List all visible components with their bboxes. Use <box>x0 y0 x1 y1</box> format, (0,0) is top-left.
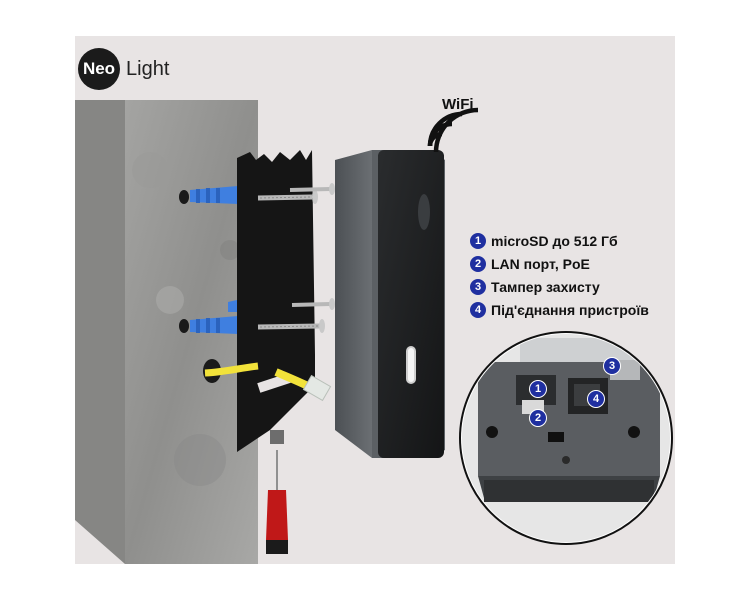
feature-text: microSD до 512 Гб <box>491 232 618 249</box>
feature-item: 1 microSD до 512 Гб <box>470 229 649 252</box>
feature-text: LAN порт, PoE <box>491 255 590 272</box>
wall-dowel <box>190 316 238 334</box>
screw <box>289 183 335 195</box>
brand-logo-mark: Neo <box>78 48 120 90</box>
feature-number-badge: 4 <box>470 301 486 318</box>
concrete-wall <box>75 100 258 564</box>
wifi-icon <box>427 107 479 153</box>
feature-number-badge: 2 <box>470 255 486 272</box>
feature-list: 1 microSD до 512 Гб 2 LAN порт, PoE 3 Та… <box>470 229 649 321</box>
zoom-badge-lan: 2 <box>529 409 547 427</box>
screwdriver <box>266 430 288 554</box>
brand-logo-word: Light <box>126 57 170 80</box>
feature-item: 3 Тампер захисту <box>470 275 649 298</box>
wall-hole <box>179 190 189 204</box>
ethernet-cable <box>204 362 332 402</box>
screw <box>291 298 335 310</box>
zoom-badge-connector: 4 <box>587 390 605 408</box>
feature-number-badge: 1 <box>470 232 486 249</box>
wall-hole <box>179 319 189 333</box>
feature-item: 2 LAN порт, PoE <box>470 252 649 275</box>
intercom-device <box>335 150 445 458</box>
zoom-badge-microsd: 1 <box>529 380 547 398</box>
feature-item: 4 Під'єднання пристроїв <box>470 298 649 321</box>
feature-number-badge: 3 <box>470 278 486 295</box>
brand-logo: Neo Light <box>78 48 169 90</box>
screw <box>257 319 325 333</box>
feature-text: Тампер захисту <box>491 278 600 295</box>
wall-dowel <box>190 186 238 204</box>
feature-text: Під'єднання пристроїв <box>491 301 649 318</box>
screw <box>257 190 318 204</box>
zoom-badge-tamper: 3 <box>603 357 621 375</box>
wifi-label: WiFi <box>442 96 474 113</box>
